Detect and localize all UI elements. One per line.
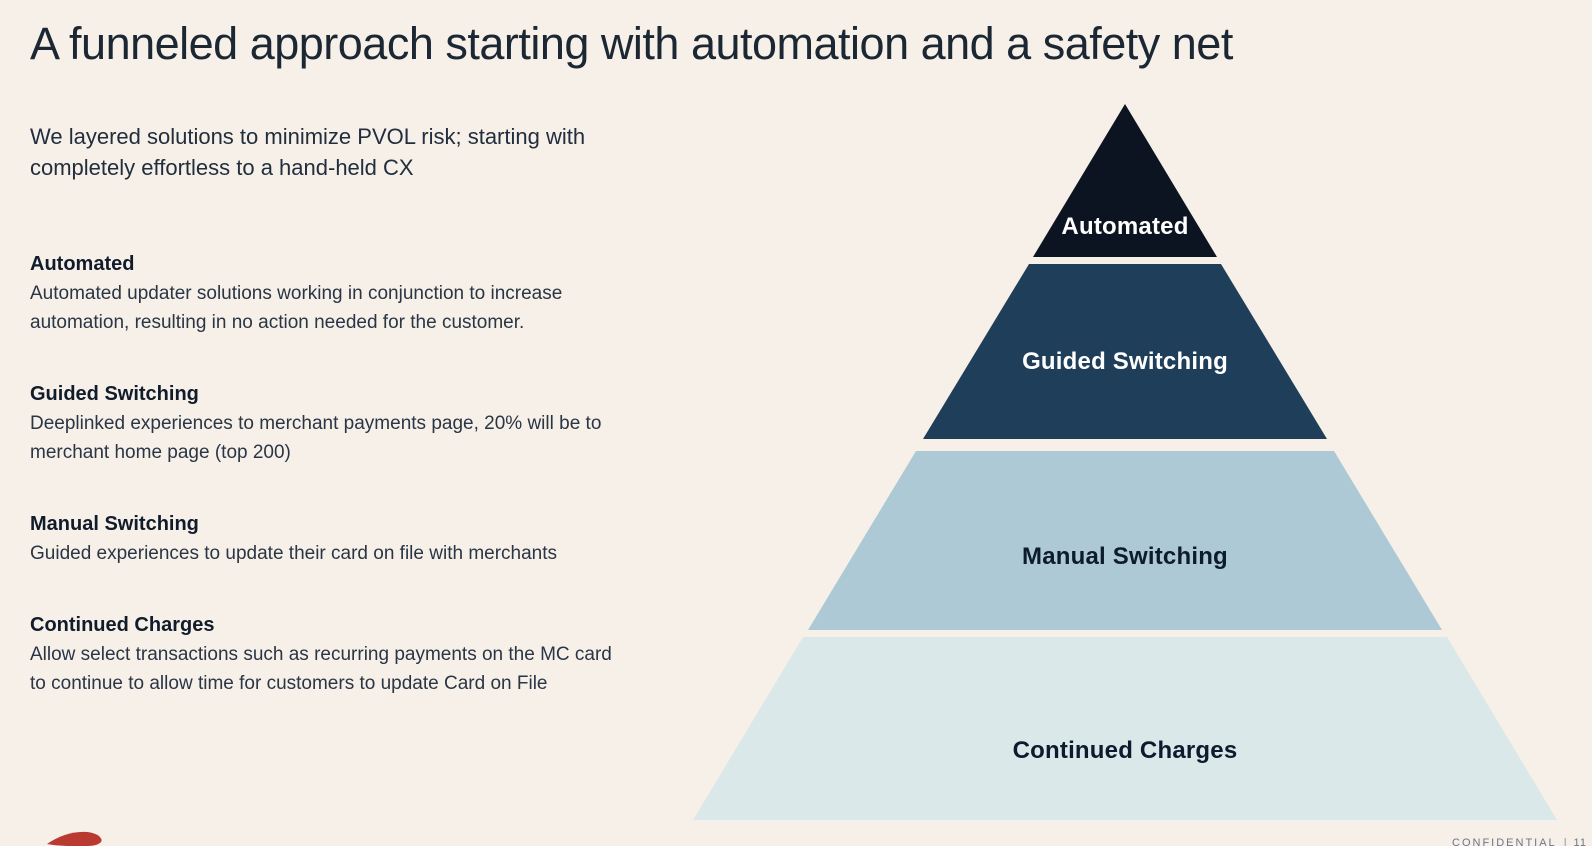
section-heading: Automated — [30, 253, 135, 275]
section-heading: Guided Switching — [30, 383, 199, 405]
pyramid-label-automated: Automated — [1061, 213, 1189, 240]
section-manual-switching: Manual Switching Guided experiences to u… — [30, 510, 710, 568]
slide-subtitle: We layered solutions to minimize PVOL ri… — [30, 124, 586, 180]
footer-separator: | — [1563, 837, 1567, 846]
pyramid-label-manual-switching: Manual Switching — [1022, 543, 1228, 570]
footer-confidential: CONFIDENTIAL | 11 — [1452, 837, 1587, 846]
section-guided-switching: Guided Switching Deeplinked experiences … — [30, 380, 710, 467]
section-body: Automated updater solutions working in c… — [30, 283, 563, 333]
section-heading: Continued Charges — [30, 614, 215, 636]
swoosh-icon — [47, 831, 102, 846]
pyramid-label-guided-switching: Guided Switching — [1022, 348, 1228, 375]
pyramid-layer-automated-shape — [1033, 104, 1217, 257]
section-continued-charges: Continued Charges Allow select transacti… — [30, 611, 710, 698]
section-body: Guided experiences to update their card … — [30, 543, 558, 564]
section-heading: Manual Switching — [30, 513, 199, 535]
page-title: A funneled approach starting with automa… — [30, 18, 1233, 69]
pyramid-layer-manual-switching-shape — [808, 451, 1442, 630]
section-body: Deeplinked experiences to merchant payme… — [30, 413, 602, 463]
section-automated: Automated Automated updater solutions wo… — [30, 250, 710, 337]
section-body: Allow select transactions such as recurr… — [30, 644, 612, 694]
brand-logo — [46, 829, 104, 846]
pyramid-layer-continued-charges-shape — [693, 637, 1557, 820]
confidential-label: CONFIDENTIAL — [1452, 837, 1557, 846]
page-number: 11 — [1573, 837, 1587, 846]
pyramid-label-continued-charges: Continued Charges — [1012, 737, 1238, 764]
description-sections: Automated Automated updater solutions wo… — [30, 250, 710, 741]
pyramid-layer-guided-switching-shape — [923, 264, 1327, 439]
pyramid-diagram: Automated Guided Switching Manual Switch… — [693, 104, 1557, 820]
pyramid-shapes — [693, 104, 1557, 820]
